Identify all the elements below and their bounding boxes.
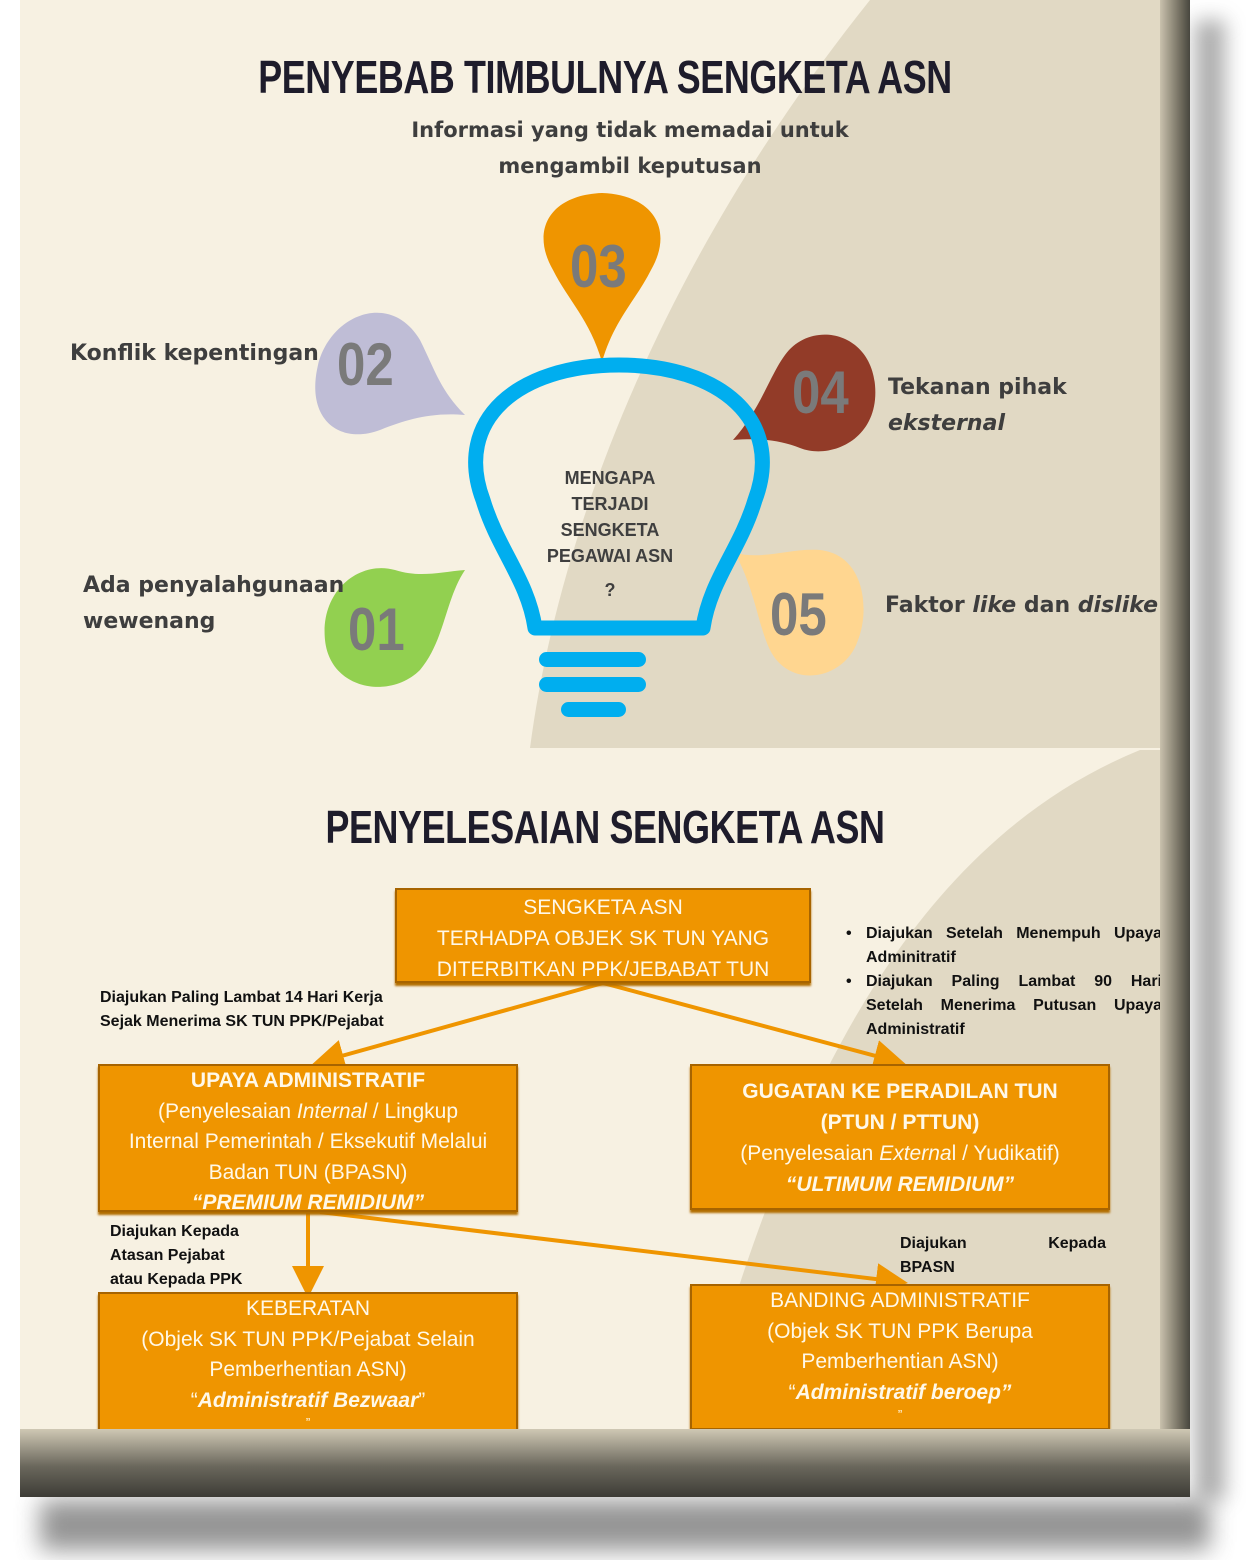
root-box-line: SENGKETA ASN <box>523 896 683 919</box>
banding-title: BANDING ADMINISTRATIF <box>770 1289 1030 1312</box>
upaya-administratif-box: UPAYA ADMINISTRATIF (Penyelesaian Intern… <box>98 1064 518 1214</box>
keberatan-title: KEBERATAN <box>245 1297 371 1320</box>
gugatan-conditions-list: Diajukan Setelah Menempuh Upaya Adminitr… <box>842 922 1162 1042</box>
keberatan-line-1: (Objek SK TUN PPK/Pejabat Selain <box>141 1327 475 1351</box>
gugatan-line-1-a: (Penyelesaian <box>740 1142 880 1165</box>
upaya-line-1: (Penyelesaian Internal / Lingkup <box>100 1097 516 1128</box>
arrow-root-to-gugatan <box>602 981 906 1072</box>
bulb-question-mark: ? <box>604 580 616 600</box>
gugatan-line-1: (Penyelesaian External / Yudikatif) <box>692 1138 1108 1169</box>
gugatan-line-1-italic: Externa <box>879 1142 952 1165</box>
keberatan-line-2: Pemberhentian ASN) <box>209 1358 407 1381</box>
root-box-line: DITERBITKAN PPK/JEBABAT TUN <box>436 958 770 981</box>
frame-bevel-bottom <box>20 1429 1190 1497</box>
upaya-line-2: Internal Pemerintah / Eksekutif Melalui <box>128 1130 488 1153</box>
note-line: BPASN <box>900 1259 955 1276</box>
gugatan-line-1-b: l / Yudikatif) <box>951 1142 1060 1165</box>
cause-01-line-1: Ada penyalahgunaan <box>83 573 345 598</box>
arrow-root-to-upaya <box>312 981 604 1071</box>
keberatan-motto: “Administratif Bezwaar” <box>100 1386 516 1417</box>
cause-01-number: 01 <box>348 596 405 663</box>
note-word: Diajukan <box>900 1235 967 1252</box>
frame-bevel-right <box>1160 0 1190 1497</box>
frame-shadow <box>40 1500 1210 1550</box>
bulb-question-line: TERJADI <box>571 494 649 514</box>
note-word: Kepada <box>1048 1235 1106 1252</box>
cause-01-line-2: wewenang <box>83 609 216 634</box>
frame-side-shadow <box>1195 20 1225 1500</box>
lightbulb-icon <box>468 357 770 717</box>
condition-item: Diajukan Paling Lambat 90 Hari Setelah M… <box>842 970 1162 1042</box>
bulb-question-line: SENGKETA <box>560 520 660 540</box>
keberatan-motto-text: Administratif Bezwaar <box>197 1388 419 1412</box>
cause-05-text-like: like <box>972 593 1017 618</box>
cause-05-text-dan: dan <box>1016 593 1078 618</box>
upaya-title: UPAYA ADMINISTRATIF <box>190 1069 426 1092</box>
banding-note: Diajukan Kepada BPASN <box>900 1232 1106 1280</box>
cause-05-number: 05 <box>770 581 827 648</box>
banding-motto-text: Administratif beroep” <box>795 1380 1012 1404</box>
cause-03-line-2: mengambil keputusan <box>498 154 762 178</box>
drop-05-icon <box>735 549 864 676</box>
cause-04-text: Tekanan pihak eksternal <box>888 370 1190 442</box>
quote-open: “ <box>788 1380 796 1404</box>
root-dispute-box: SENGKETA ASN TERHADPA OBJEK SK TUN YANG … <box>395 888 811 983</box>
gugatan-title-1: GUGATAN KE PERADILAN TUN <box>742 1080 1058 1103</box>
bulb-diagram <box>315 193 876 717</box>
banding-administratif-box: BANDING ADMINISTRATIF (Objek SK TUN PPK … <box>690 1284 1110 1430</box>
quote-close: ” <box>418 1388 426 1412</box>
drop-01-icon <box>324 568 465 687</box>
quote-open: “ <box>190 1388 198 1412</box>
keberatan-note: Diajukan Kepada Atasan Pejabat atau Kepa… <box>110 1220 242 1292</box>
note-line: Atasan Pejabat <box>110 1247 225 1264</box>
section-title-causes: PENYEBAB TIMBULNYA SENGKETA ASN <box>258 51 952 103</box>
bulb-question-line: MENGAPA <box>564 468 656 488</box>
banding-trailing-quote: ” <box>897 1407 903 1422</box>
keberatan-trailing-quote: ” <box>305 1415 311 1430</box>
condition-item: Diajukan Setelah Menempuh Upaya Adminitr… <box>842 922 1162 970</box>
section-title-resolution: PENYELESAIAN SENGKETA ASN <box>325 801 885 853</box>
cause-04-text-italic: eksternal <box>888 411 1005 436</box>
bulb-question-line: PEGAWAI ASN <box>546 546 674 566</box>
banding-line-2: Pemberhentian ASN) <box>801 1350 999 1373</box>
cause-05-text-dislike: dislike <box>1077 593 1159 618</box>
drop-02-icon <box>315 312 465 435</box>
arrow-upaya-to-banding <box>319 1210 908 1296</box>
cause-04-text-plain: Tekanan pihak <box>888 375 1067 400</box>
upaya-line-1-a: (Penyelesaian <box>157 1099 297 1123</box>
bulb-question: MENGAPA TERJADI SENGKETA PEGAWAI ASN ? <box>525 465 695 603</box>
flow-arrows <box>292 981 908 1298</box>
cause-02-text: Konflik kepentingan <box>70 341 319 366</box>
gugatan-title-2: (PTUN / PTTUN) <box>820 1111 980 1134</box>
keberatan-box: KEBERATAN (Objek SK TUN PPK/Pejabat Sela… <box>98 1292 518 1438</box>
note-line: Diajukan Paling Lambat 14 Hari Kerja <box>100 989 383 1006</box>
cause-03-number: 03 <box>570 233 627 300</box>
upaya-line-3: Badan TUN (BPASN) <box>208 1160 408 1184</box>
cause-05-text-a: Faktor <box>885 593 973 618</box>
upaya-deadline-note: Diajukan Paling Lambat 14 Hari Kerja Sej… <box>100 986 384 1034</box>
note-line: Diajukan Kepada <box>110 1223 239 1240</box>
cause-03-line-1: Informasi yang tidak memadai untuk <box>411 118 849 142</box>
infographic-panel: PENYEBAB TIMBULNYA SENGKETA ASN Informas… <box>20 0 1190 1497</box>
gugatan-motto: “ULTIMUM REMIDIUM” <box>785 1173 1015 1196</box>
cause-04-number: 04 <box>792 359 849 426</box>
cause-03-text: Informasi yang tidak memadai untuk menga… <box>320 112 940 184</box>
upaya-line-1-b: / Lingkup <box>366 1099 459 1123</box>
banding-line-1: (Objek SK TUN PPK Berupa <box>767 1319 1033 1343</box>
drop-03-icon <box>543 193 661 362</box>
note-line: Sejak Menerima SK TUN PPK/Pejabat <box>100 1013 384 1030</box>
cause-05-text: Faktor like dan dislike <box>885 588 1158 624</box>
upaya-motto: “PREMIUM REMIDIUM” <box>191 1191 425 1214</box>
banding-motto: “Administratif beroep” <box>692 1378 1108 1409</box>
root-box-line: TERHADPA OBJEK SK TUN YANG <box>436 927 770 950</box>
cause-02-number: 02 <box>337 331 394 398</box>
note-line: atau Kepada PPK <box>110 1271 243 1288</box>
drop-04-icon <box>733 334 876 452</box>
upaya-line-1-italic: Internal <box>296 1099 367 1123</box>
cause-01-text: Ada penyalahgunaan wewenang <box>83 568 344 640</box>
gugatan-box: GUGATAN KE PERADILAN TUN (PTUN / PTTUN) … <box>690 1064 1110 1210</box>
